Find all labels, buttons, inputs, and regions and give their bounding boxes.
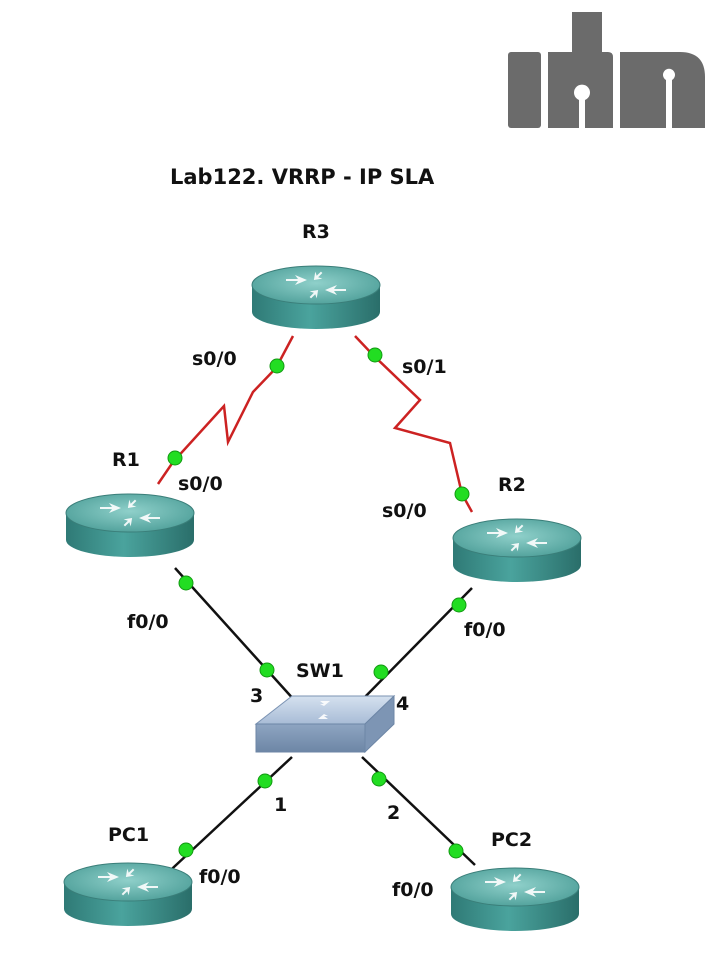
device-label-r1: R1 <box>112 449 140 471</box>
port-dot-r3-s00 <box>269 358 285 374</box>
port-label-r3-s00: s0/0 <box>192 348 237 370</box>
port-label-pc2-f00: f0/0 <box>392 879 434 901</box>
logo <box>508 12 705 128</box>
port-label-r3-s01: s0/1 <box>402 356 447 378</box>
port-label-r2-s00: s0/0 <box>382 500 427 522</box>
port-dots <box>167 347 470 859</box>
router-pc2[interactable] <box>450 867 580 931</box>
router-r3[interactable] <box>251 265 381 329</box>
router-r2[interactable] <box>452 518 582 582</box>
device-label-pc2: PC2 <box>491 829 532 851</box>
port-label-r1-f00: f0/0 <box>127 611 169 633</box>
port-dot-pc1-f00 <box>178 842 194 858</box>
device-label-r2: R2 <box>498 474 526 496</box>
ethernet-link-r1-sw1 <box>174 567 297 703</box>
port-label-pc1-f00: f0/0 <box>199 866 241 888</box>
port-dot-r1-f00 <box>178 575 194 591</box>
port-label-sw-2: 2 <box>387 802 400 824</box>
port-dot-r1-s00 <box>167 450 183 466</box>
port-dot-r3-s01 <box>367 347 383 363</box>
port-label-sw-1: 1 <box>274 794 287 816</box>
ethernet-link-sw1-pc1 <box>159 756 293 881</box>
diagram-title: Lab122. VRRP - IP SLA <box>170 165 435 189</box>
port-dot-sw-1 <box>257 773 273 789</box>
device-label-r3: R3 <box>302 221 330 243</box>
switch-sw1[interactable] <box>254 694 396 754</box>
port-label-r2-f00: f0/0 <box>464 619 506 641</box>
port-dot-r2-f00 <box>451 597 467 613</box>
port-dot-pc2-f00 <box>448 843 464 859</box>
port-label-r1-s00: s0/0 <box>178 473 223 495</box>
port-label-sw-4: 4 <box>396 693 409 715</box>
port-label-sw-3: 3 <box>250 685 263 707</box>
port-dot-sw-3 <box>259 662 275 678</box>
port-dot-sw-2 <box>371 771 387 787</box>
device-label-sw1: SW1 <box>296 660 344 682</box>
port-dot-sw-4 <box>373 664 389 680</box>
switch-arrows-icon <box>292 701 356 719</box>
device-label-pc1: PC1 <box>108 824 149 846</box>
port-dot-r2-s00 <box>454 486 470 502</box>
router-r1[interactable] <box>65 493 195 557</box>
router-pc1[interactable] <box>63 862 193 926</box>
